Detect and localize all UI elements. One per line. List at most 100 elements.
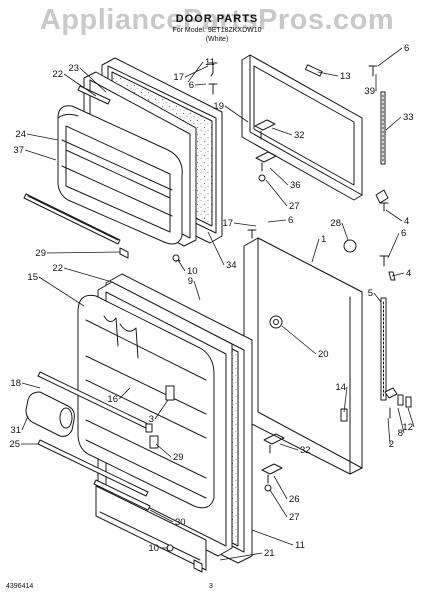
callout-10: 10 bbox=[187, 266, 198, 277]
leader-line-33 bbox=[385, 116, 402, 131]
leader-line-27 bbox=[269, 489, 288, 518]
callout-32: 32 bbox=[294, 130, 305, 141]
leader-line-2 bbox=[387, 417, 391, 445]
fresh-food-outer-door bbox=[243, 229, 363, 475]
leader-line-1 bbox=[311, 238, 320, 263]
document-code: 4396414 bbox=[6, 583, 34, 590]
leader-line-3 bbox=[154, 399, 169, 420]
leader-line-6 bbox=[194, 83, 207, 86]
callout-4: 4 bbox=[404, 216, 409, 227]
callout-37: 37 bbox=[13, 145, 24, 156]
leader-line-24 bbox=[26, 133, 59, 141]
callout-26: 26 bbox=[289, 494, 300, 505]
leader-line-16 bbox=[118, 387, 131, 400]
callout-11: 11 bbox=[295, 540, 305, 551]
callout-23: 23 bbox=[68, 63, 79, 74]
leader-line-12 bbox=[407, 407, 415, 428]
freezer-door-shelf bbox=[57, 105, 183, 245]
dairy-compartment-door bbox=[25, 391, 75, 437]
callout-21: 21 bbox=[264, 548, 275, 559]
callout-20: 20 bbox=[318, 349, 329, 360]
callout-25: 25 bbox=[9, 439, 20, 450]
callout-1: 1 bbox=[321, 234, 326, 245]
callout-24: 24 bbox=[15, 129, 26, 140]
callout-34: 34 bbox=[226, 260, 237, 271]
freezer-shelf-rail bbox=[23, 193, 121, 245]
callout-14: 14 bbox=[335, 382, 346, 393]
callout-15: 15 bbox=[27, 272, 38, 283]
leader-line-32 bbox=[279, 443, 299, 451]
callout-28: 28 bbox=[330, 218, 341, 229]
fresh-food-hinge-parts bbox=[261, 239, 357, 492]
leader-line-31 bbox=[21, 415, 29, 431]
callout-5: 5 bbox=[368, 288, 373, 299]
leader-line-30 bbox=[149, 509, 174, 523]
model-line: For Model: 9ET18ZKXDW10 bbox=[172, 27, 262, 34]
callout-18: 18 bbox=[10, 378, 21, 389]
callout-2: 2 bbox=[389, 439, 394, 450]
leader-line-19 bbox=[224, 105, 249, 123]
callout-17: 17 bbox=[222, 218, 233, 229]
leader-line-6 bbox=[267, 219, 287, 223]
leader-line-4 bbox=[391, 272, 405, 277]
freezer-door bbox=[241, 54, 363, 201]
leader-line-17 bbox=[233, 222, 257, 227]
leader-line-29 bbox=[46, 251, 121, 254]
leader-line-36 bbox=[269, 167, 289, 186]
callout-32: 32 bbox=[300, 445, 311, 456]
leader-line-11 bbox=[251, 529, 294, 546]
callout-27: 27 bbox=[289, 201, 300, 212]
leader-line-17 bbox=[184, 65, 209, 78]
leader-line-8 bbox=[397, 407, 405, 434]
callout-6: 6 bbox=[401, 228, 406, 239]
callout-36: 36 bbox=[290, 180, 301, 191]
callout-29: 29 bbox=[35, 248, 46, 259]
leader-line-4 bbox=[385, 209, 403, 222]
callout-6: 6 bbox=[404, 43, 409, 54]
callout-4: 4 bbox=[406, 268, 411, 279]
callout-8: 8 bbox=[398, 428, 403, 439]
leader-line-15 bbox=[38, 276, 85, 307]
callout-16: 16 bbox=[107, 394, 118, 405]
callout-6: 6 bbox=[288, 215, 293, 226]
page-number: 3 bbox=[209, 583, 213, 590]
fresh-food-shelf-rail bbox=[37, 371, 151, 511]
callout-11: 11 bbox=[205, 57, 215, 68]
leader-line-14 bbox=[343, 386, 348, 413]
leader-line-22 bbox=[63, 267, 113, 283]
callout-31: 31 bbox=[10, 425, 21, 436]
callout-29: 29 bbox=[173, 452, 184, 463]
leader-line-23 bbox=[79, 67, 107, 93]
fresh-food-door-shelves bbox=[77, 294, 215, 509]
callout-3: 3 bbox=[149, 414, 154, 425]
callout-6: 6 bbox=[189, 80, 194, 91]
leader-line-37 bbox=[24, 149, 57, 161]
callout-12: 12 bbox=[402, 422, 413, 433]
leader-line-5 bbox=[373, 292, 382, 303]
leader-line-28 bbox=[341, 222, 349, 241]
callout-27: 27 bbox=[289, 512, 300, 523]
callout-17: 17 bbox=[173, 72, 184, 83]
leader-line-21 bbox=[219, 552, 263, 561]
leader-line-18 bbox=[21, 382, 41, 389]
leader-line-20 bbox=[281, 325, 317, 355]
freezer-door-hinge-parts bbox=[208, 62, 323, 182]
leader-line-26 bbox=[273, 475, 288, 500]
callout-33: 33 bbox=[403, 112, 414, 123]
leader-line-27 bbox=[265, 179, 288, 207]
leader-line-32 bbox=[271, 127, 293, 136]
callout-22: 22 bbox=[52, 263, 63, 274]
leader-line-10 bbox=[177, 259, 186, 272]
leader-lines bbox=[21, 47, 415, 561]
callout-19: 19 bbox=[213, 101, 224, 112]
leader-line-34 bbox=[207, 231, 225, 266]
leader-line-9 bbox=[193, 280, 201, 301]
callout-10: 10 bbox=[148, 543, 159, 554]
leader-line-13 bbox=[317, 71, 339, 77]
fresh-food-bottom-trim bbox=[95, 485, 207, 573]
callout-labels: 1234456666891010111112131415161717181920… bbox=[9, 43, 413, 559]
callout-13: 13 bbox=[340, 71, 351, 82]
leader-line-6 bbox=[387, 232, 400, 259]
